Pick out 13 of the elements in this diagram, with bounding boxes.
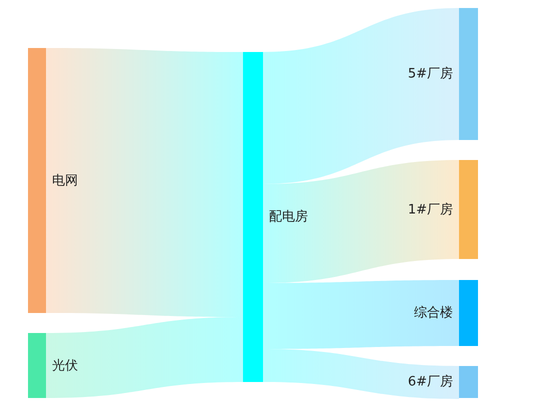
- flow-ribbon: [263, 280, 459, 349]
- node-label: 配电房: [269, 208, 308, 226]
- node-label: 光伏: [52, 356, 78, 375]
- node-label: 1#厂房: [408, 200, 453, 219]
- flow-ribbon: [46, 48, 243, 317]
- flow-ribbon: [263, 8, 459, 184]
- node-label: 5#厂房: [408, 65, 453, 84]
- flow-ribbon: [46, 317, 243, 398]
- node-label: 电网: [52, 172, 78, 190]
- node-label: 综合楼: [414, 304, 453, 322]
- node-label: 6#厂房: [408, 373, 453, 392]
- flow-ribbon: [263, 349, 459, 399]
- flow-ribbon: [263, 160, 459, 283]
